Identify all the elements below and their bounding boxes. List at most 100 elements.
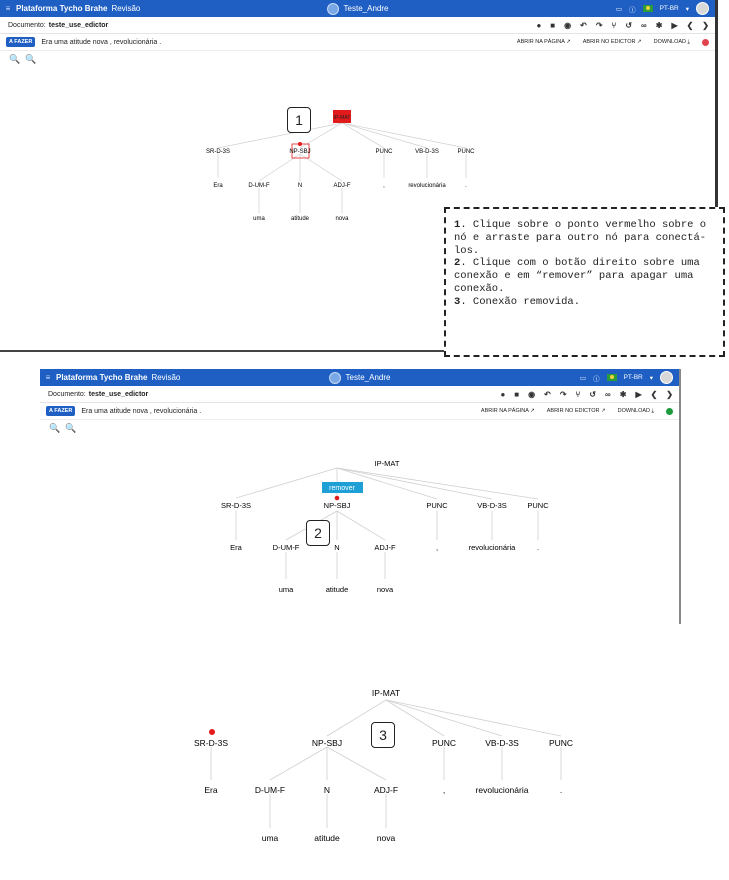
tree-leaf-uma[interactable]: uma [253,216,265,222]
zoom-in-icon-2[interactable]: 🔍 [65,423,77,433]
language-select-2[interactable]: PT-BR [623,374,643,381]
prev-icon[interactable]: ❮ [686,20,694,30]
tree-node-punc-3[interactable]: PUNC [426,501,448,510]
brand-title-2[interactable]: Plataforma Tycho Brahe [56,373,148,382]
tree-node-dumf[interactable]: D-UM-F [248,183,270,189]
zoom-in-icon[interactable]: 🔍 [25,54,37,64]
next-icon[interactable]: ❯ [702,20,709,30]
bug-icon[interactable]: ✱ [655,20,663,30]
tree-node-root-3[interactable]: IP-MAT [372,688,400,698]
tree-node-n[interactable]: N [298,183,302,189]
tree-node-sr-2[interactable]: SR-D-3S [221,501,251,510]
open-editor-link-2[interactable]: ABRIR NO EDICTOR ↗ [546,408,606,414]
chevron-down-icon[interactable]: ▾ [685,5,689,13]
keyboard-icon[interactable]: ▭ [615,5,623,13]
language-select[interactable]: PT-BR [659,5,679,12]
tree-leaf-era-3[interactable]: Era [204,785,218,795]
avatar-2[interactable] [660,371,673,384]
chevron-down-icon-2[interactable]: ▾ [649,374,653,382]
tree-leaf-atitude-3[interactable]: atitude [314,833,340,843]
tree-node-dumf-3[interactable]: D-UM-F [255,785,285,795]
tree-node-npsbj-3[interactable]: NP-SBJ [312,738,342,748]
tree-leaf-period-2[interactable]: . [537,543,539,552]
download-link[interactable]: DOWNLOAD ⤓ [653,38,690,45]
info-icon[interactable]: ⓘ [629,6,636,14]
tree-node-npsbj-2[interactable]: NP-SBJ [324,501,351,510]
project-selector-2[interactable]: Teste_Andre [328,371,390,384]
open-editor-link[interactable]: ABRIR NO EDICTOR ↗ [582,39,642,45]
connect-handle-3[interactable] [209,729,215,735]
root-node-selected[interactable] [333,110,351,123]
tree-leaf-atitude[interactable]: atitude [291,216,310,222]
tree-leaf-revolucionaria-2[interactable]: revolucionária [469,543,517,552]
tree-node-vb-3[interactable]: VB-D-3S [485,738,519,748]
menu-icon-2[interactable]: ≡ [45,373,51,382]
tree-leaf-atitude-2[interactable]: atitude [326,585,349,594]
save-icon[interactable]: ■ [550,20,556,30]
play-icon-2[interactable]: ▶ [635,389,642,399]
connect-handle[interactable] [298,142,302,146]
split-icon-2[interactable]: ⑂ [575,389,581,399]
tree-node-vb[interactable]: VB-D-3S [415,149,439,155]
tree-node-n-3[interactable]: N [324,785,330,795]
tree-node-punc-2[interactable]: PUNC [457,149,475,155]
prev-icon-2[interactable]: ❮ [650,389,658,399]
undo-icon-2[interactable]: ↶ [544,389,551,399]
save-icon-2[interactable]: ■ [514,389,520,399]
tree-node-sr[interactable]: SR-D-3S [206,149,230,155]
download-link-2[interactable]: DOWNLOAD ⤓ [617,407,654,414]
history-icon-2[interactable]: ↺ [589,389,597,399]
tree-leaf-revolucionaria[interactable]: revolucionária [408,183,446,189]
open-page-link-2[interactable]: ABRIR NA PÁGINA ↗ [480,408,535,414]
tree-leaf-era-2[interactable]: Era [230,543,243,552]
tree-node-npsbj[interactable]: NP-SBJ [289,149,310,155]
remove-menu[interactable] [322,482,363,493]
eye-icon-2[interactable]: ◉ [528,389,536,399]
undo-icon[interactable]: ↶ [580,20,587,30]
tree-node-punc[interactable]: PUNC [375,149,393,155]
info-icon-2[interactable]: ⓘ [593,375,600,383]
tree-node-punc-6[interactable]: PUNC [549,738,573,748]
tree-leaf-period-3[interactable]: . [560,785,562,795]
zoom-out-icon-2[interactable]: 🔍 [49,423,61,433]
project-selector[interactable]: Teste_Andre [326,2,388,15]
tree-node-adjf-2[interactable]: ADJ-F [374,543,396,552]
menu-icon[interactable]: ≡ [5,4,11,13]
tree-leaf-nova-3[interactable]: nova [377,833,396,843]
open-page-link[interactable]: ABRIR NA PÁGINA ↗ [516,39,571,45]
status-badge[interactable]: A FAZER [6,37,36,47]
keyboard-icon-2[interactable]: ▭ [579,374,587,382]
tree-node-n-2[interactable]: N [334,543,339,552]
tree-leaf-comma-2[interactable]: , [436,543,438,552]
tree-node-vb-2[interactable]: VB-D-3S [477,501,507,510]
tree-node-adjf-3[interactable]: ADJ-F [374,785,398,795]
play-icon[interactable]: ▶ [671,20,678,30]
zoom-out-icon[interactable]: 🔍 [9,54,21,64]
connect-handle-2[interactable] [334,495,340,501]
next-icon-2[interactable]: ❯ [666,389,673,399]
history-icon[interactable]: ↺ [625,20,633,30]
split-icon[interactable]: ⑂ [611,20,617,30]
brand-title[interactable]: Plataforma Tycho Brahe [16,4,108,13]
redo-icon-2[interactable]: ↷ [559,389,567,399]
status-badge-2[interactable]: A FAZER [46,406,76,416]
remove-menu-item[interactable]: remover [329,485,355,492]
tree-leaf-comma[interactable]: , [383,183,385,189]
tree-leaf-uma-2[interactable]: uma [279,585,294,594]
tree-node-dumf-2[interactable]: D-UM-F [273,543,300,552]
bug-icon-2[interactable]: ✱ [619,389,627,399]
tree-leaf-era[interactable]: Era [213,183,223,189]
tree-leaf-period[interactable]: . [465,183,467,189]
tree-leaf-revolucionaria-3[interactable]: revolucionária [476,785,529,795]
link-icon-2[interactable]: ∞ [605,389,611,399]
chat-icon-2[interactable]: ● [500,389,506,399]
tree-leaf-uma-3[interactable]: uma [262,833,279,843]
redo-icon[interactable]: ↷ [595,20,603,30]
tree-node-adjf[interactable]: ADJ-F [334,183,351,189]
tree-node-root-2[interactable]: IP-MAT [375,459,400,468]
tree-node-punc-5[interactable]: PUNC [432,738,456,748]
tree-leaf-nova[interactable]: nova [335,216,349,222]
tree-leaf-nova-2[interactable]: nova [377,585,394,594]
chat-icon[interactable]: ● [536,20,542,30]
tree-node-root[interactable]: IP-MAT [334,115,351,121]
